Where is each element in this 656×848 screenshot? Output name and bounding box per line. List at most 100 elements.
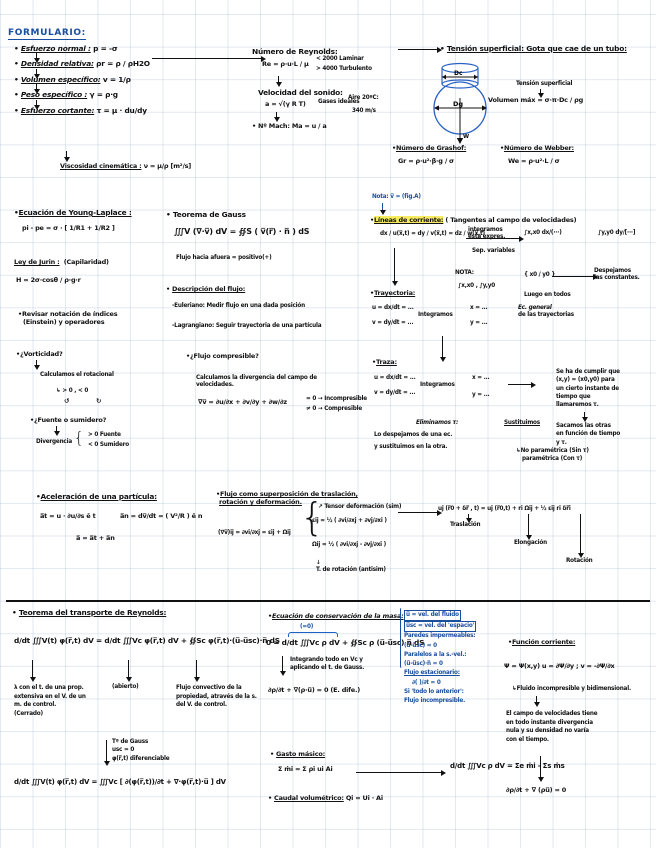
mass-conservation-formula: 0 = d/dt ∭Vc ρ dV + ∯Sc ρ (u̅-u̅sc) n̅ d…	[266, 638, 425, 647]
label-translation: Traslación	[450, 522, 481, 528]
sound-speed-label: Velocidad del sonido:	[258, 88, 343, 97]
list-item: • Esfuerzo cortante: τ = μ · du/dy	[14, 105, 147, 115]
svg-text:W: W	[463, 134, 469, 140]
list-item: • Volumen específico: v = 1/ρ	[14, 74, 131, 84]
page-title: FORMULARIO:	[8, 28, 86, 40]
stream-function-explanation: El campo de velocidades tiene en todo in…	[506, 711, 598, 743]
vorticity-sym-pos: ↺	[64, 397, 70, 405]
review-note: •Revisar notación de índices (Einstein) …	[18, 310, 118, 327]
arrow-to-expansion	[398, 509, 442, 516]
streakline-integrate: Integramos	[420, 382, 455, 388]
trajectory-res1: x = ...	[470, 305, 488, 311]
compressible-question: •¿Flujo compresible?	[186, 352, 259, 360]
acceleration-label: •Aceleración de una partícula:	[36, 492, 157, 501]
trajectory-note-integral: ∫x,x0 , ∫y,y0	[458, 283, 496, 289]
strain-tensor: εij = ½ ( ∂vi/∂xj + ∂vj/∂xi )	[312, 518, 387, 524]
tension-arrow-note: Tensión superficial	[516, 81, 573, 87]
stream-function-condition: ↳Fluido incompresible y bidimensional.	[512, 686, 631, 692]
rotation-tensor: Ωij = ½ ( ∂vi/∂xj - ∂vj/∂xi )	[312, 542, 387, 548]
trajectory-eq1: u = dx/dt = ...	[372, 305, 414, 311]
reynolds-turbulent: > 4000 Turbulento	[316, 66, 372, 72]
superposition-lhs: (∇v̅)ij = ∂vi/∂xj = εij + Ωij	[218, 530, 291, 536]
blue-sidebar-notes: u̅ = vel. del fluido u̅sc = vel. del 'es…	[404, 610, 477, 705]
acceleration-normal: a̅n = dv̅/dt = ( V²/R ) ê n	[120, 512, 203, 520]
zero-underbrace	[288, 632, 338, 637]
reynolds-laminar: < 2000 Laminar	[316, 56, 364, 62]
sound-speed-note: Gases ideales	[318, 99, 360, 105]
global-mass-balance: d/dt ∭Vc ρ dV = Σe ṁi - Σs ṁs	[450, 762, 565, 770]
streakline-elim2: Lo despejamos de una ec.	[374, 432, 453, 438]
list-item: • Esfuerzo normal : p = -σ	[14, 44, 118, 53]
air-temp-label: Aire 20ºC:	[348, 95, 379, 101]
svg-text:Dg: Dg	[453, 100, 463, 108]
stream-function-label: •Función corriente:	[508, 638, 576, 646]
reynolds-formula: Re = ρ·u·L / μ	[262, 60, 309, 68]
vorticity-sym-neg: ↻	[96, 397, 102, 405]
jurin-label: Ley de Jurin : (Capilaridad)	[14, 258, 109, 266]
gauss-formula: ∭V (∇·v̅) dV = ∯S ( v̅(r̅) · n̅ ) dS	[174, 227, 310, 236]
mass-conservation-differential: ∂ρ/∂t + ∇(ρ·u̅) = 0 (E. dife.)	[268, 686, 361, 694]
divergence-formula: ∇v̅ = ∂u/∂x + ∂v/∂y + ∂w/∂z	[198, 398, 287, 406]
reynolds-transport-label: • Teorema del transporte de Reynolds:	[12, 608, 167, 617]
streakline-eq2: v = dy/dt = ...	[374, 390, 416, 396]
velocity-expansion: uj (r̅0 + δr̅ , t) = uj (r̅0,t) + ri Ωij…	[438, 506, 571, 512]
sound-speed-formula: a = √(γ R T)	[265, 100, 306, 108]
lagrange-description: -Lagrangiano: Seguir trayectoria de una …	[172, 323, 322, 329]
jurin-formula: H = 2σ·cosθ / ρ·g·r	[16, 276, 81, 284]
young-laplace-formula: pi - pe = σ · [ 1/R1 + 1/R2 ]	[22, 224, 115, 232]
kinematic-viscosity: Viscosidad cinemática : ν = μ/ρ [m²/s]	[60, 162, 192, 170]
webber-label: •Número de Webber:	[500, 144, 574, 152]
trajectory-note: NOTA:	[455, 270, 474, 276]
blue-note: Nota: v̅ = (fig.A)	[372, 194, 421, 200]
flow-description-label: • Descripción del flujo:	[166, 285, 246, 293]
streakline-sub-label: Sustituimos	[504, 420, 540, 426]
max-volume-formula: Volumen máx = σ·π·Dc / ρg	[488, 96, 584, 104]
compressible-answer: Calculamos la divergencia del campo de v…	[196, 375, 317, 388]
droplet-diagram: Dc Dg W	[420, 58, 550, 148]
superposition-label: •Flujo como superposición de traslación,…	[216, 490, 358, 507]
streamline-integral-right: ∫y,y0 dy/[···]	[598, 230, 636, 236]
trajectory-res2: y = ...	[470, 320, 488, 326]
arrow-right-to-tension	[398, 46, 442, 53]
streakline-res2: y = ...	[472, 392, 490, 398]
rtt-note-open: (abierto)	[112, 684, 139, 690]
gauss-note: Flujo hacia afuera = positivo(+)	[176, 255, 272, 261]
vorticity-question: •¿Vorticidad?	[16, 350, 63, 358]
mass-conservation-zero-brace: (=0)	[300, 624, 314, 630]
gauss-step-formula: d/dt ∭V(t) φ(r̅,t) dV = ∭Vc [ ∂(φ(r̅,t))…	[14, 778, 226, 786]
streamline-integral-left: ∫x,x0 dx/(···)	[524, 230, 562, 236]
label-elongation: Elongación	[514, 540, 547, 546]
streakline-elim1: Eliminamos τ:	[416, 420, 459, 426]
streakline-parametric: ↳No paramétrica (Sin τ) paramétrica (Con…	[516, 448, 589, 462]
source-sink-answer: Divergencia {	[36, 428, 84, 447]
trajectory-note-tail: Luego en todos	[524, 292, 571, 298]
list-item: • Densidad relativa: ρr = ρ / ρH2O	[14, 59, 150, 69]
surface-tension-label: • Tensión superficial: Gota que cae de u…	[440, 44, 627, 53]
stream-function-final: ∂ρ/∂t + ∇ (ρu̅) = 0	[506, 786, 567, 794]
mass-flow-label: • Gasto másico:	[270, 750, 326, 758]
mass-conservation-label: •Ecuación de conservación de la masa:	[268, 612, 404, 620]
grashof-formula: Gr = ρ·u²·β·g / σ	[398, 157, 454, 165]
source-case-pos: > 0 Fuente	[88, 432, 121, 438]
streamlines-label: •Líneas de corriente: ( Tangentes al cam…	[370, 216, 577, 224]
euler-description: -Euleriano: Medir flujo en una dada posi…	[172, 303, 305, 309]
list-item: • Peso específico : γ = ρ·g	[14, 90, 118, 100]
arrow-to-global-balance	[356, 769, 446, 776]
label-rotation: Rotación	[566, 558, 593, 564]
streamlines-bracket: { x0 / y0 }	[524, 272, 556, 278]
streakline-conditions: Se ha de cumplir que (x,y) = (x0,y0) par…	[556, 369, 620, 409]
reynolds-label: Número de Reynolds:	[252, 47, 338, 56]
streakline-label: •Traza:	[372, 358, 397, 366]
trajectory-eq2: v = dy/dt = ...	[372, 320, 414, 326]
source-case-neg: < 0 Sumidero	[88, 442, 129, 448]
grashof-label: •Número de Grashof:	[392, 144, 467, 152]
vorticity-cases: ↳ > 0 , < 0	[56, 388, 89, 394]
blue-brace	[400, 608, 403, 668]
vorticity-answer: Calculamos el rotacional	[40, 372, 114, 378]
rtt-note-closed: λ con el t. de una prop. extensiva en el…	[14, 685, 86, 717]
svg-text:Dc: Dc	[454, 70, 463, 77]
